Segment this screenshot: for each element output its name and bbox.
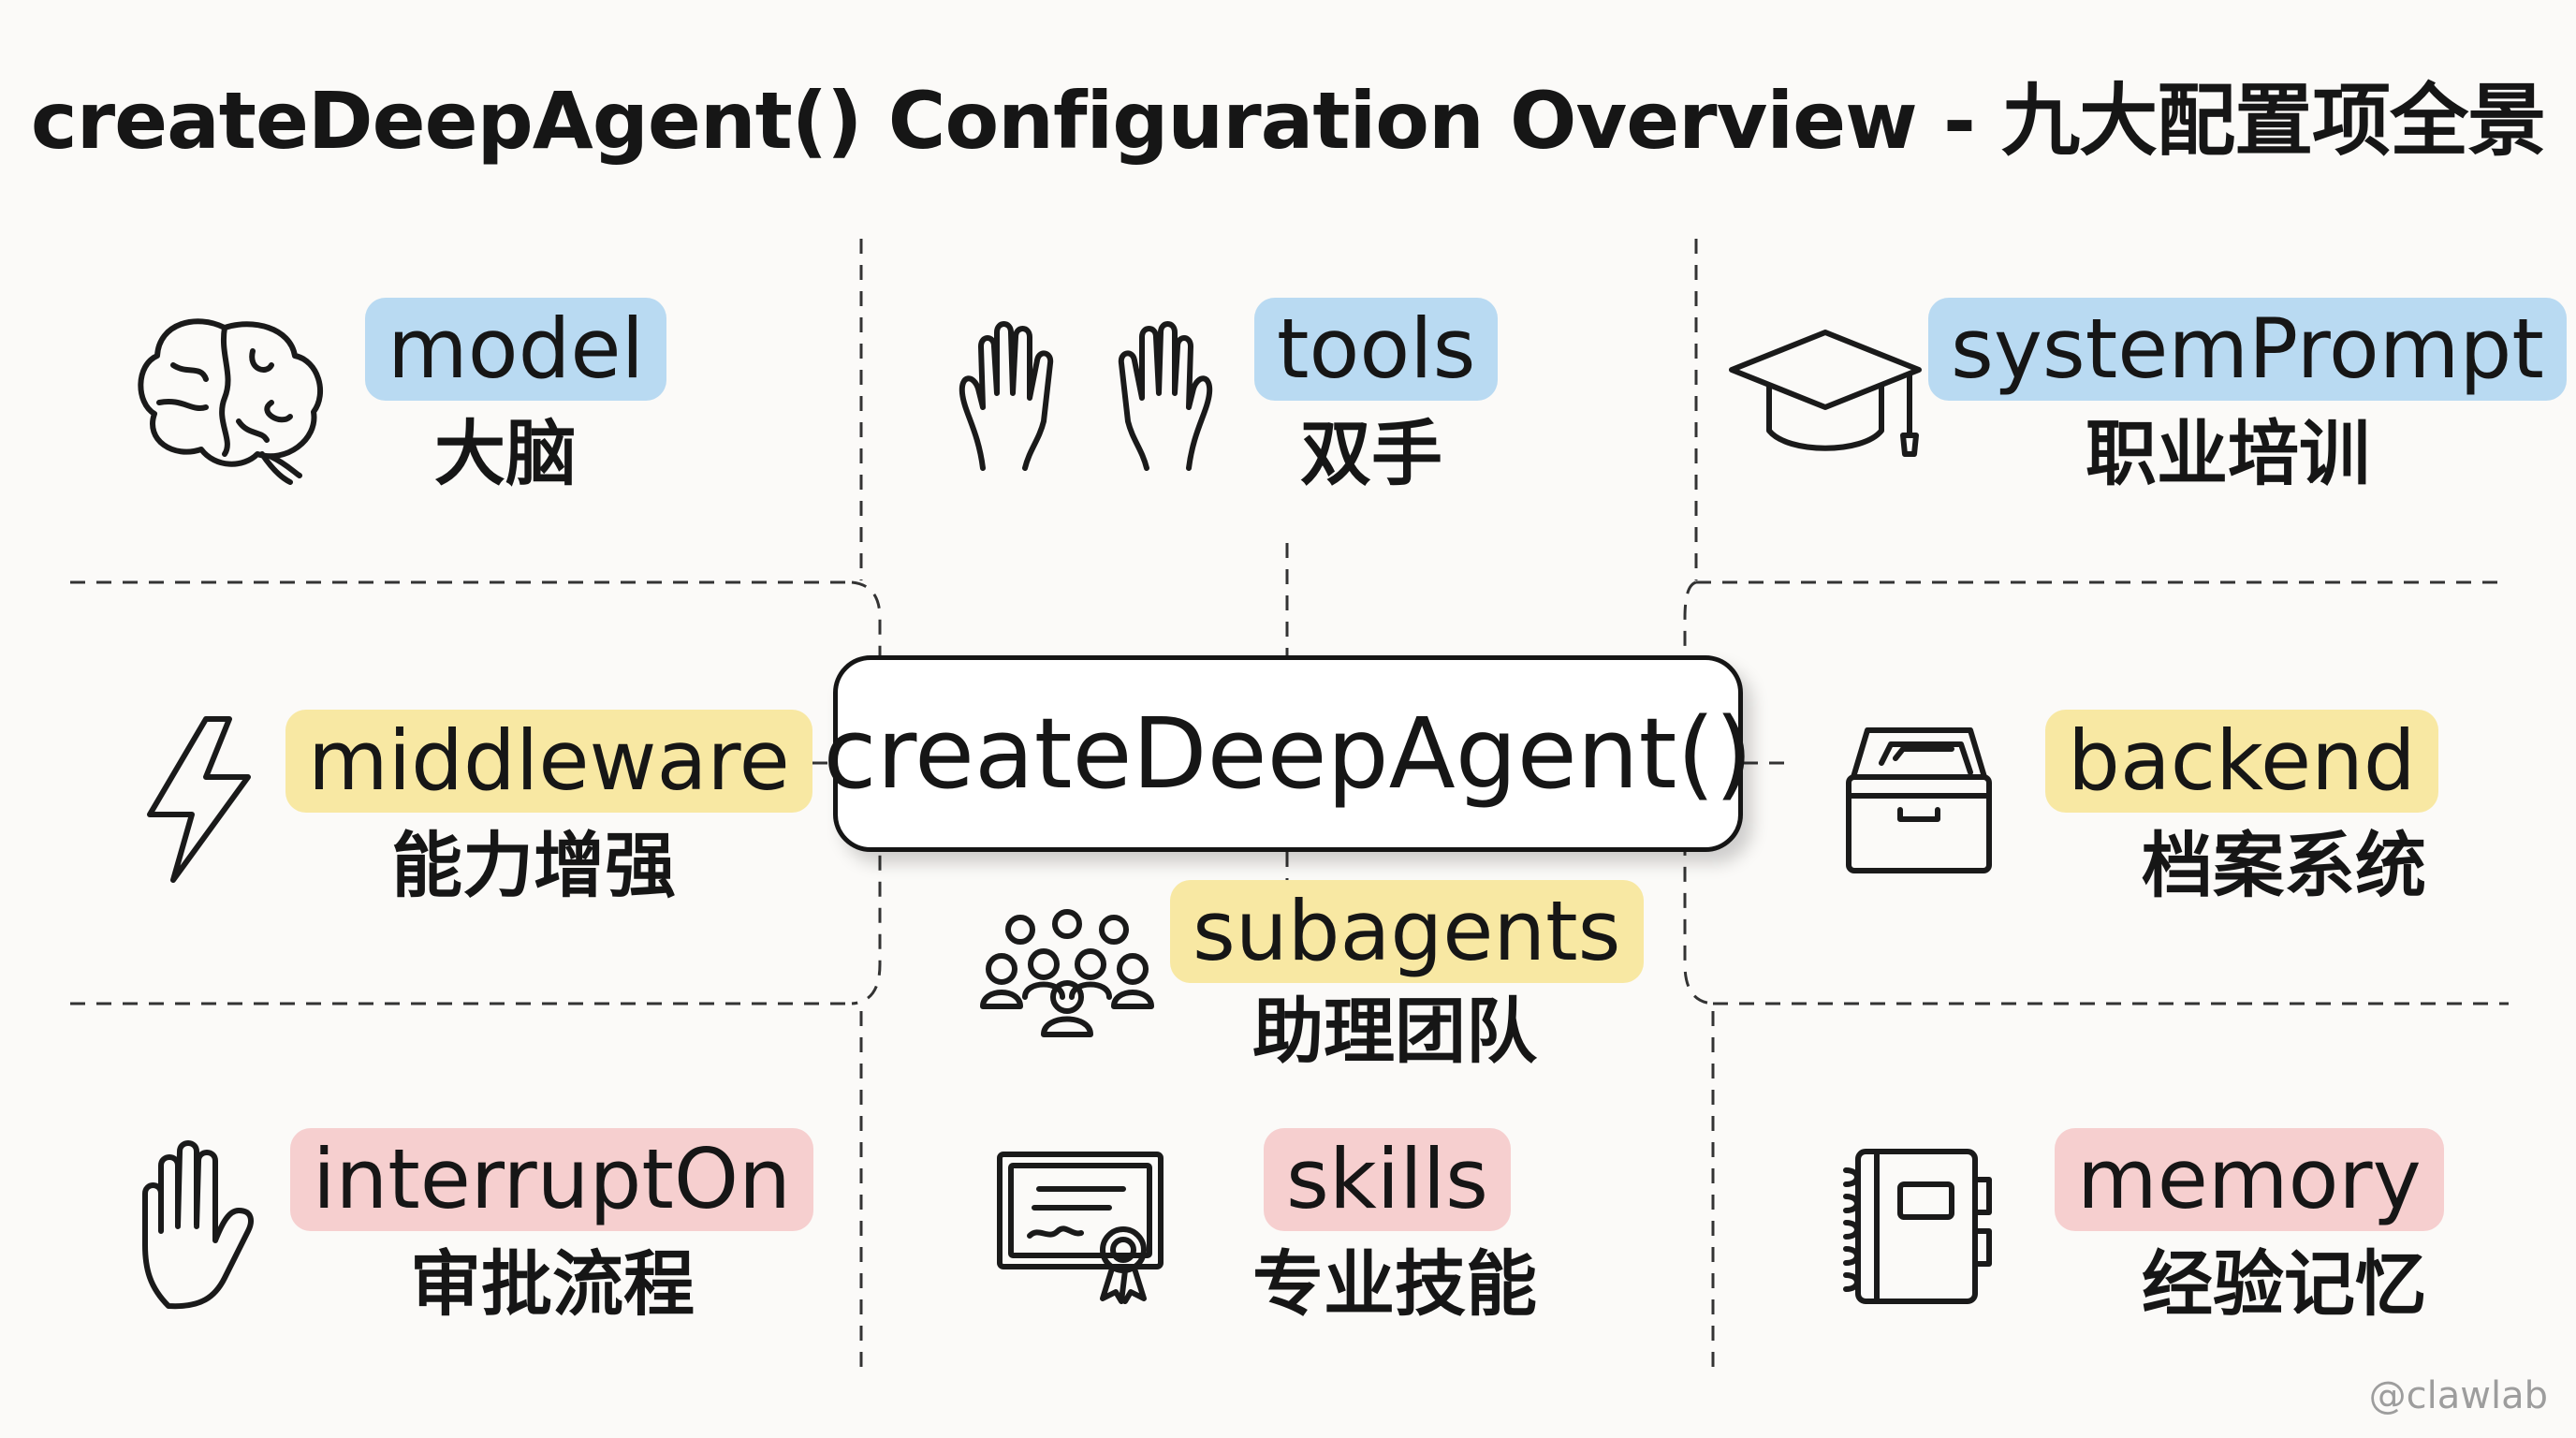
graduation-cap-icon <box>1729 330 1922 457</box>
config-key-tag: interruptOn <box>290 1128 813 1231</box>
config-desc: 双手 <box>1300 412 1442 495</box>
config-key-tag: memory <box>2055 1128 2444 1231</box>
config-key-tag: skills <box>1264 1128 1512 1231</box>
brain-icon <box>138 318 324 485</box>
config-key-tag: subagents <box>1170 880 1644 983</box>
config-key-tag: backend <box>2045 710 2438 813</box>
certificate-icon <box>997 1152 1164 1304</box>
config-desc: 档案系统 <box>2142 824 2426 907</box>
config-key-tag: middleware <box>285 710 812 813</box>
config-key-tag: model <box>365 298 667 401</box>
center-function-label: createDeepAgent() <box>823 697 1753 811</box>
watermark: @clawlab <box>2368 1374 2548 1417</box>
config-desc: 职业培训 <box>2086 412 2370 495</box>
config-desc: 大脑 <box>434 412 577 495</box>
lightning-icon <box>147 716 251 883</box>
config-desc: 经验记忆 <box>2142 1242 2426 1326</box>
config-key-tag: tools <box>1254 298 1499 401</box>
config-key-tag: systemPrompt <box>1928 298 2567 401</box>
center-function-box: createDeepAgent() <box>823 655 1753 852</box>
config-desc: 审批流程 <box>410 1242 695 1326</box>
team-icon <box>980 909 1154 1037</box>
hands-icon <box>959 321 1213 471</box>
config-desc: 助理团队 <box>1252 990 1537 1073</box>
config-desc: 能力增强 <box>391 824 676 907</box>
stop-hand-icon <box>142 1140 254 1310</box>
file-cabinet-icon <box>1846 727 1992 873</box>
config-desc: 专业技能 <box>1252 1242 1537 1326</box>
page-title: createDeepAgent() Configuration Overview… <box>30 75 2546 167</box>
notebook-icon <box>1843 1149 1992 1304</box>
